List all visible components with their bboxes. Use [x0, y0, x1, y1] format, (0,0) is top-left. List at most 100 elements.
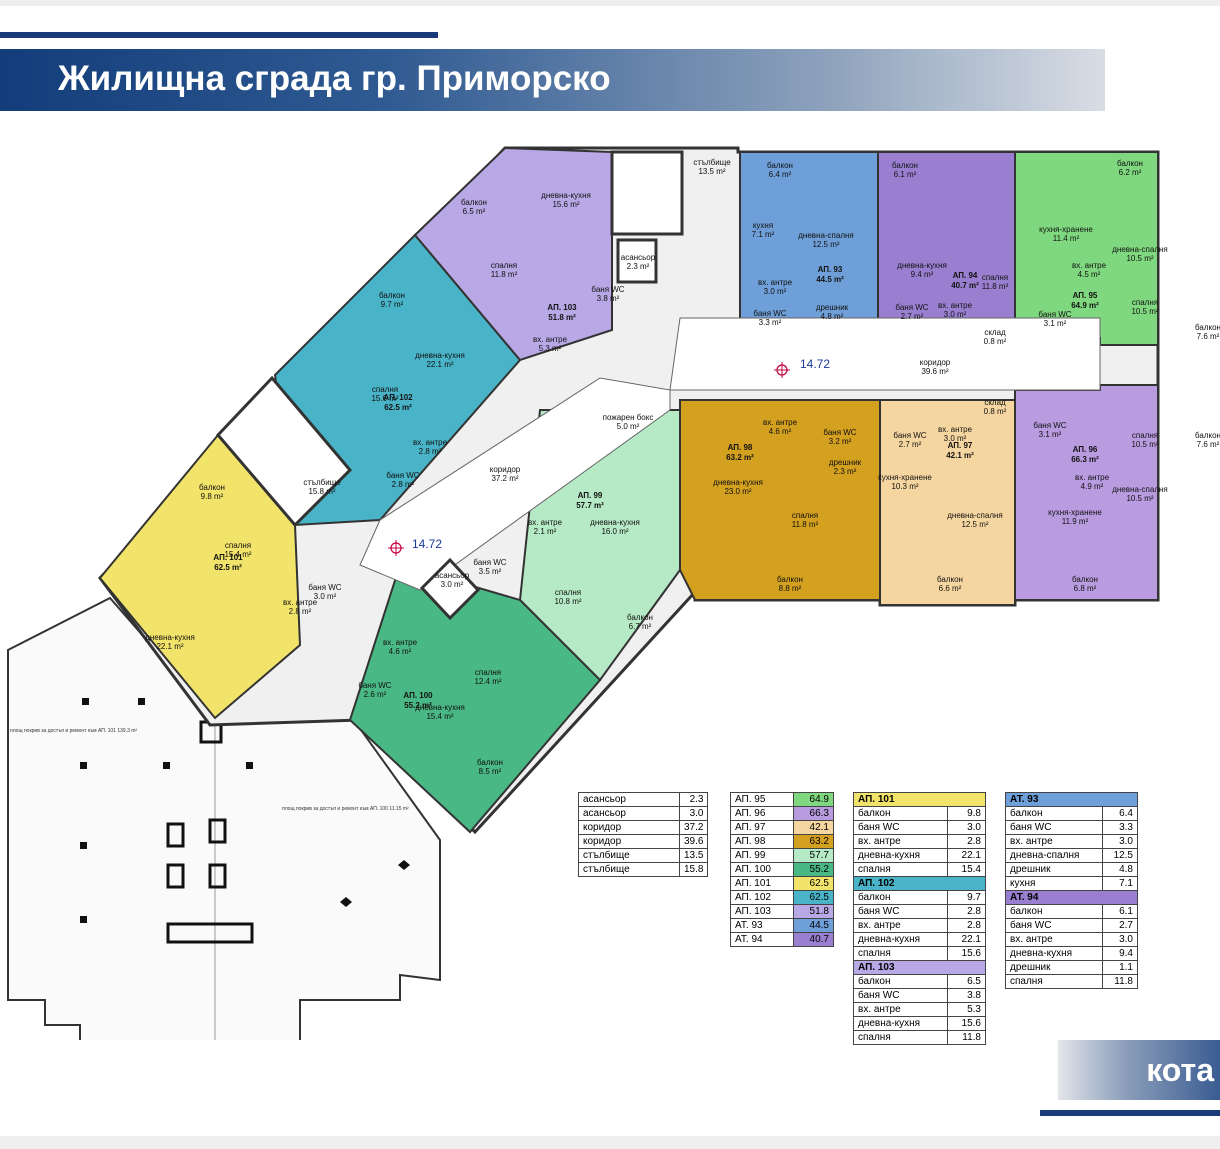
room-area-label: 3.0 m²	[764, 287, 787, 296]
cell-value: 15.6	[947, 1016, 986, 1031]
room-name-label: дневна-спалня	[947, 511, 1003, 520]
room-area-label: 2.7 m²	[901, 312, 924, 321]
room-area-label: 15.4 m²	[224, 550, 251, 559]
cell-name: АП. 103	[729, 904, 795, 919]
cell-name: АТ. 93	[729, 918, 795, 933]
apartment-id-label: АП. 102	[383, 393, 413, 402]
apartment-header-row: АТ. 93	[1005, 792, 1138, 807]
terrace-columns	[80, 698, 253, 923]
cell-value: 13.5	[678, 848, 709, 863]
cell-name: балкон	[852, 806, 949, 821]
cell-value: 63.2	[793, 834, 834, 849]
room-name-label: баня WC	[591, 285, 624, 294]
room-name-label: балкон	[1117, 159, 1143, 168]
room-name-label: вх. антре	[938, 301, 973, 310]
room-name-label: балкон	[461, 198, 487, 207]
cell-value: 15.6	[947, 946, 986, 961]
room-name-label: баня WC	[823, 428, 856, 437]
cell-value: 3.0	[678, 806, 709, 821]
room-area-label: 5.3 m²	[539, 344, 562, 353]
cell-value: 51.8	[793, 904, 834, 919]
room-area-label: 6.1 m²	[894, 170, 917, 179]
room-area-label: 11.9 m²	[1062, 517, 1089, 526]
room-name-label: балкон	[627, 613, 653, 622]
room-area-label: 10.8 m²	[554, 597, 581, 606]
room-name-label: спалня	[982, 273, 1008, 282]
room-name-label: вх. антре	[413, 438, 448, 447]
room-name-label: баня WC	[893, 431, 926, 440]
room-name-label: баня WC	[1038, 310, 1071, 319]
room-area-label: 2.8 m²	[419, 447, 442, 456]
cell-name: баня WC	[852, 988, 949, 1003]
apartment-header-row: АП. 102	[853, 876, 986, 891]
room-area-label: 11.8 m²	[982, 282, 1009, 291]
apartment-id-label: АП. 101	[213, 553, 243, 562]
room-name-label: балкон	[1195, 323, 1220, 332]
cell-name: АП. 97	[729, 820, 795, 835]
floor-plan: площ покрив за достъп и ремонт към АП. 1…	[7, 146, 1220, 1040]
room-area-label: 23.0 m²	[724, 487, 751, 496]
cell-value: 66.3	[793, 806, 834, 821]
cell-value: 2.8	[947, 918, 986, 933]
room-name-label: баня WC	[386, 471, 419, 480]
apartment-area-label: 62.5 m²	[384, 403, 412, 412]
room-area-label: 3.0 m²	[314, 592, 337, 601]
cell-value: 6.5	[947, 974, 986, 989]
room-area-label: 4.8 m²	[821, 312, 844, 321]
cell-name: дневна-кухня	[852, 848, 949, 863]
room-area-label: 10.5 m²	[1126, 254, 1153, 263]
common-room-area: 3.0 m²	[441, 580, 464, 589]
top-strip	[0, 0, 1220, 6]
cell-name: баня WC	[852, 904, 949, 919]
room-area-label: 7.6 m²	[1197, 440, 1220, 449]
cell-name: АП. 99	[729, 848, 795, 863]
common-room-name: стълбище	[303, 478, 341, 487]
apartment-id-label: АП. 99	[578, 491, 603, 500]
corridor-east	[669, 317, 1101, 391]
cell-value: 11.8	[1101, 974, 1139, 989]
room-name-label: вх. антре	[758, 278, 793, 287]
stair-core-west	[215, 375, 353, 528]
cell-name: балкон	[852, 974, 949, 989]
apartment-id-label: АП. 103	[547, 303, 577, 312]
cell-value: 40.7	[793, 932, 834, 947]
room-area-label: 6.6 m²	[939, 584, 962, 593]
room-area-label: 3.0 m²	[944, 310, 967, 319]
terrace-note: площ покрив за достъп и ремонт към АП. 1…	[10, 728, 137, 734]
elevator-west	[419, 557, 481, 621]
room-name-label: баня WC	[753, 309, 786, 318]
apartment-header-cell: АП. 101	[853, 792, 986, 807]
common-room-name: коридор	[920, 358, 951, 367]
room-name-label: вх. антре	[533, 335, 568, 344]
room-area-label: 22.1 m²	[156, 642, 183, 651]
apartment-header-cell: АТ. 94	[1005, 890, 1138, 905]
apartment-header-cell: АТ. 93	[1005, 792, 1138, 807]
room-area-label: 15.6 m²	[371, 394, 398, 403]
room-area-label: 11.4 m²	[1053, 234, 1080, 243]
cell-name: стълбище	[578, 848, 680, 863]
room-name-label: спалня	[555, 588, 581, 597]
common-room-name: асансьор	[621, 253, 656, 262]
room-area-label: 10.5 m²	[1126, 494, 1153, 503]
common-room-area: 0.8 m²	[984, 407, 1007, 416]
apartment-area-label: 44.5 m²	[816, 275, 844, 284]
cell-value: 6.4	[1101, 806, 1139, 821]
cell-name: вх. антре	[852, 918, 949, 933]
room-name-label: балкон	[379, 291, 405, 300]
cell-value: 4.8	[1101, 862, 1139, 877]
cell-name: вх. антре	[1005, 932, 1103, 947]
room-name-label: спалня	[475, 668, 501, 677]
room-name-label: вх. антре	[763, 418, 798, 427]
